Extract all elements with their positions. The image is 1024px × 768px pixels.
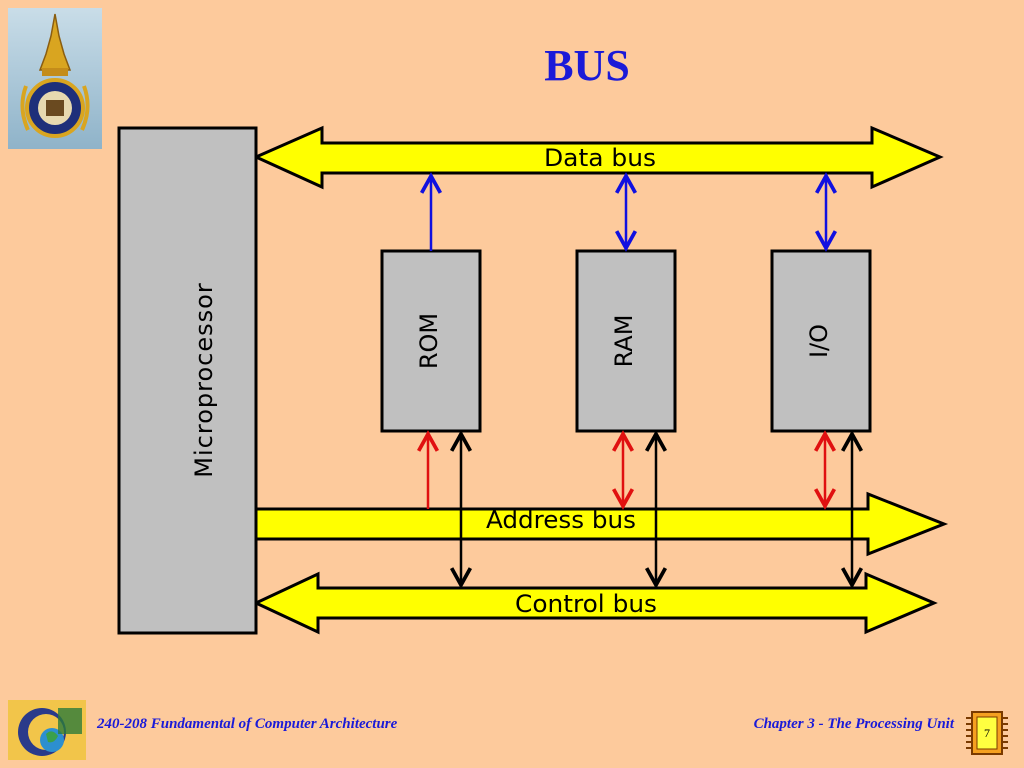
io-module: I/O xyxy=(770,249,872,433)
microchip-icon: 7 xyxy=(958,706,1016,760)
ram-label: RAM xyxy=(610,315,638,368)
university-emblem-icon xyxy=(8,8,102,149)
microprocessor-block xyxy=(117,126,258,635)
rom-label: ROM xyxy=(415,313,443,369)
page-number: 7 xyxy=(984,725,990,740)
rom-module: ROM xyxy=(380,249,482,433)
data-bus-label: Data bus xyxy=(544,144,656,172)
department-logo-icon xyxy=(8,700,86,760)
microprocessor-label: Microprocessor xyxy=(190,282,218,477)
control-bus-label: Control bus xyxy=(515,590,657,618)
control-bus-arrow xyxy=(252,571,938,635)
footer-course-title: 240-208 Fundamental of Computer Architec… xyxy=(97,716,398,732)
address-bus-label: Address bus xyxy=(486,506,636,534)
footer-chapter-title: Chapter 3 - The Processing Unit xyxy=(753,716,954,732)
io-label: I/O xyxy=(805,324,833,358)
ram-module: RAM xyxy=(575,249,677,433)
slide-title: BUS xyxy=(544,41,630,90)
bus-diagram: Microprocessor ROM RAM I/O Data bus Addr… xyxy=(117,125,949,635)
